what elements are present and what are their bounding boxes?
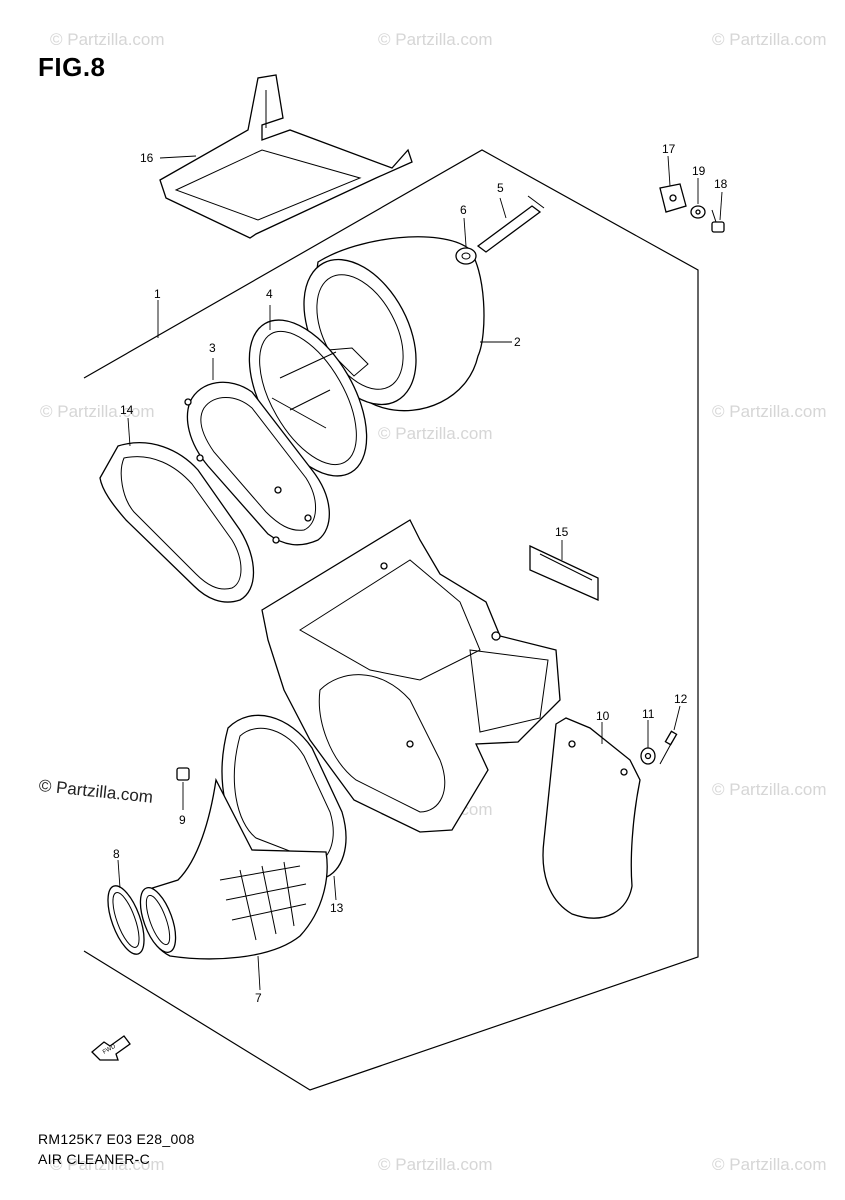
part-12-bolt (659, 730, 678, 765)
assembly-box (83, 149, 699, 1091)
part-8-clamp (107, 885, 145, 955)
figure-title: FIG.8 (38, 52, 106, 82)
part-16-cover (159, 74, 413, 239)
part-9-nut (176, 767, 190, 781)
callout-10: 10 (596, 709, 610, 723)
part-7-outlet-tube (139, 777, 328, 960)
watermark: © Partzilla.com (378, 30, 493, 49)
watermark: © Partzilla.com (50, 30, 165, 49)
diagram-name: AIR CLEANER-C (38, 1151, 151, 1167)
callout-13: 13 (330, 901, 344, 915)
callout-7: 7 (255, 991, 262, 1005)
part-2-filter-element (303, 236, 485, 412)
callout-18: 18 (714, 177, 728, 191)
watermark: © Partzilla.com (378, 1155, 493, 1174)
callout-17: 17 (662, 142, 676, 156)
callout-2: 2 (514, 335, 521, 349)
part-15-pad (529, 544, 599, 601)
callout-8: 8 (113, 847, 120, 861)
leader-lines (117, 155, 723, 991)
callout-4: 4 (266, 287, 273, 301)
part-6-washer (455, 247, 477, 265)
callout-1: 1 (154, 287, 161, 301)
part-3-gasket (184, 381, 330, 546)
fwd-arrow-icon: FWD (91, 1035, 131, 1061)
part-18-screw (711, 209, 725, 233)
part-17-clip (659, 183, 687, 213)
air-cleaner-case (261, 519, 561, 833)
callout-5: 5 (497, 181, 504, 195)
callout-12: 12 (674, 692, 688, 706)
watermark: © Partzilla.com (40, 402, 155, 421)
part-10-flap (542, 717, 641, 919)
callout-11: 11 (642, 707, 655, 721)
callout-15: 15 (555, 525, 569, 539)
part-19-washer (690, 205, 706, 219)
callout-3: 3 (209, 341, 216, 355)
part-11-washer (640, 747, 656, 765)
part-14-gasket-frame (99, 442, 255, 603)
watermark: © Partzilla.com (712, 1155, 827, 1174)
callout-6: 6 (460, 203, 467, 217)
callout-16: 16 (140, 151, 154, 165)
watermark: © Partzilla.com (50, 1155, 165, 1174)
part-4-filter-holder (248, 319, 368, 477)
callout-19: 19 (692, 164, 706, 178)
watermark: © Partzilla.com (712, 30, 827, 49)
watermark: © Partzilla.com (378, 424, 493, 443)
diagram-code: RM125K7 E03 E28_008 (38, 1131, 195, 1147)
watermark: © Partzilla.com (712, 780, 827, 799)
watermark: © Partzilla.com (712, 402, 827, 421)
part-5-bolt (476, 195, 545, 253)
callout-9: 9 (179, 813, 186, 827)
callout-14: 14 (120, 403, 134, 417)
